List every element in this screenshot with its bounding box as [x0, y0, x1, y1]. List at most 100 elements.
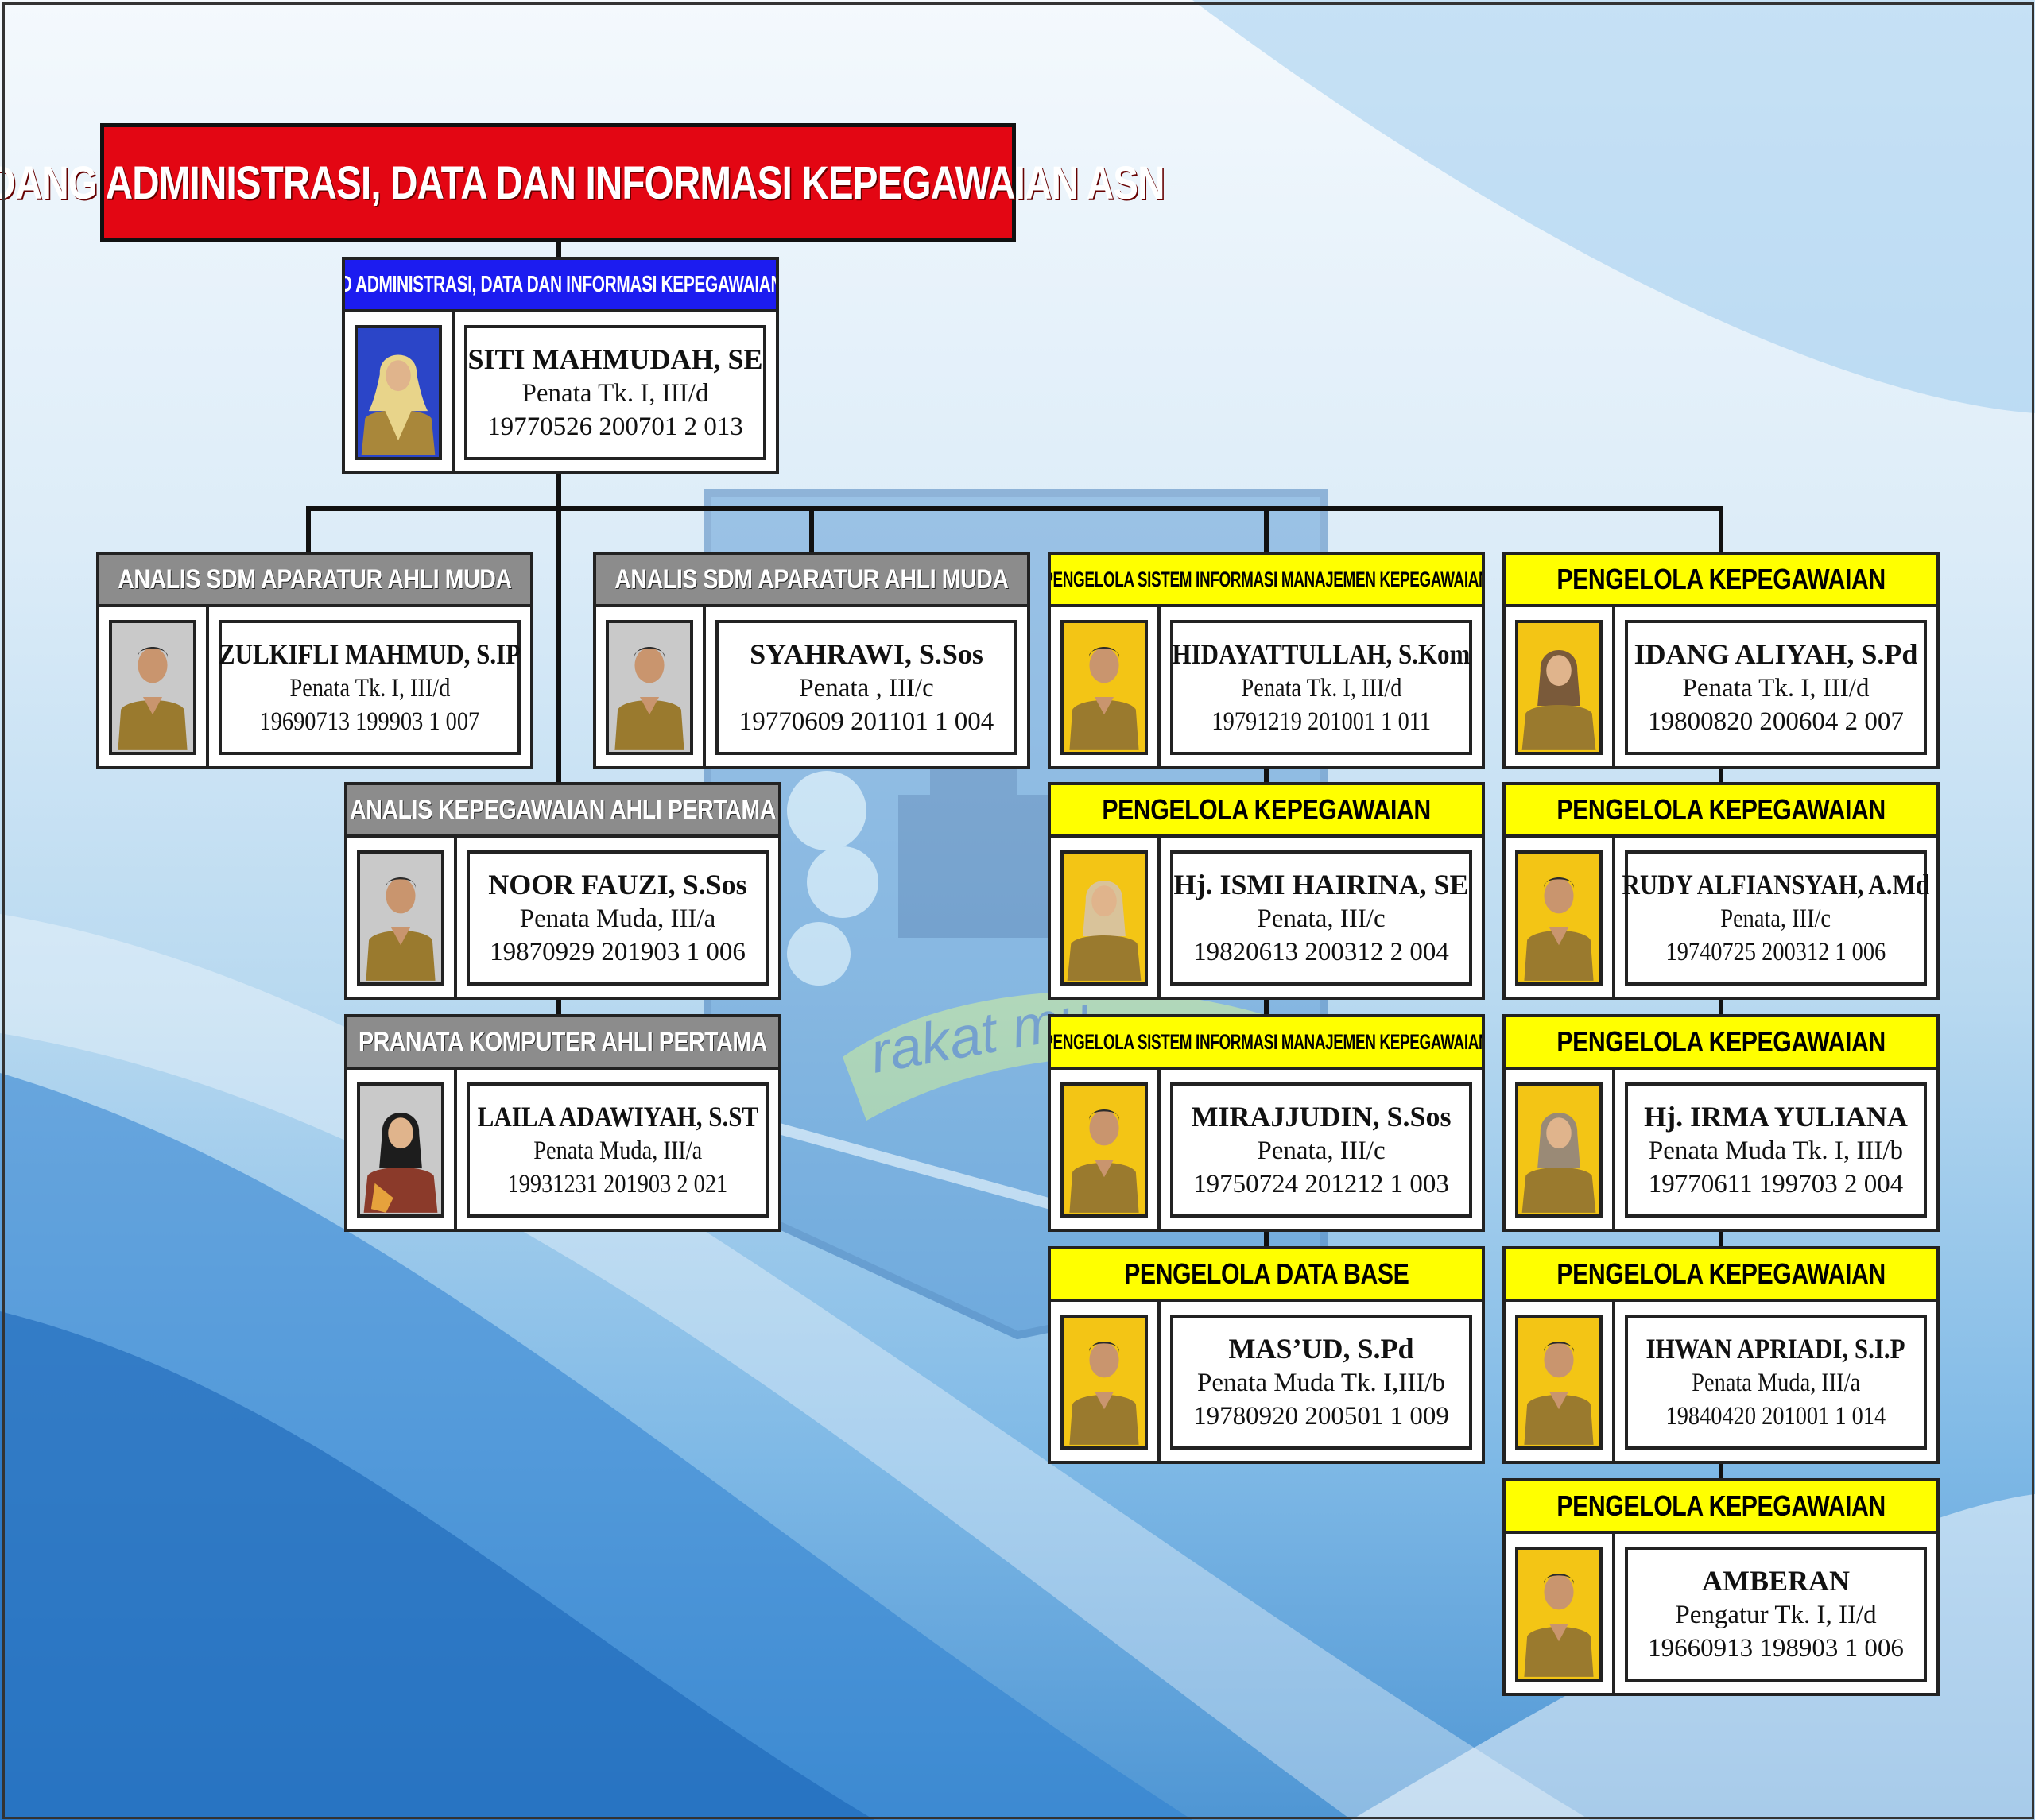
portrait-photo	[606, 620, 693, 755]
employee-name: Hj. ISMI HAIRINA, SE	[1173, 869, 1469, 900]
staff-card: PENGELOLA SISTEM INFORMASI MANAJEMEN KEP…	[1048, 552, 1485, 769]
employee-nip: 19820613 200312 2 004	[1193, 938, 1449, 966]
position-title: PENGELOLA SISTEM INFORMASI MANAJEMEN KEP…	[1051, 1029, 1482, 1054]
person-silhouette-icon	[1518, 855, 1599, 981]
employee-rank: Penata Muda Tk. I,III/b	[1197, 1369, 1445, 1397]
employee-rank: Penata Muda, III/a	[533, 1137, 702, 1165]
position-header: PENGELOLA SISTEM INFORMASI MANAJEMEN KEP…	[1051, 555, 1482, 607]
employee-info: NOOR FAUZI, S.Sos Penata Muda, III/a 198…	[467, 850, 769, 986]
staff-card: ANALIS SDM APARATUR AHLI MUDA SYAHRAWI, …	[593, 552, 1030, 769]
employee-nip: 19690713 199903 1 007	[259, 707, 480, 736]
person-silhouette-icon	[609, 625, 690, 750]
employee-name: Hj. IRMA YULIANA	[1644, 1101, 1908, 1133]
person-silhouette-icon	[1518, 1087, 1599, 1213]
card-divider	[452, 312, 455, 471]
portrait-photo	[1515, 1547, 1603, 1682]
employee-nip: 19870929 201903 1 006	[490, 938, 746, 966]
staff-card: PENGELOLA KEPEGAWAIAN AMBERAN Pengatur T…	[1502, 1478, 1940, 1696]
employee-info: SITI MAHMUDAH, SE Penata Tk. I, III/d 19…	[464, 325, 766, 460]
employee-name: IDANG ALIYAH, S.Pd	[1634, 638, 1918, 670]
employee-info: Hj. ISMI HAIRINA, SE Penata, III/c 19820…	[1170, 850, 1472, 986]
employee-info: RUDY ALFIANSYAH, A.Md Penata, III/c 1974…	[1622, 850, 1929, 986]
connector-line	[556, 997, 561, 1017]
staff-card: PENGELOLA KEPEGAWAIAN Hj. IRMA YULIANA P…	[1502, 1014, 1940, 1232]
position-title: PENGELOLA KEPEGAWAIAN	[1102, 793, 1431, 826]
card-divider	[703, 607, 706, 766]
employee-name: ZULKIFLI MAHMUD, S.IP	[218, 638, 521, 670]
employee-info: IDANG ALIYAH, S.Pd Penata Tk. I, III/d 1…	[1625, 620, 1927, 755]
staff-card: ANALIS KEPEGAWAIAN AHLI PERTAMA NOOR FAU…	[344, 782, 781, 1000]
staff-card: ANALIS SDM APARATUR AHLI MUDA ZULKIFLI M…	[96, 552, 533, 769]
employee-nip: 19660913 198903 1 006	[1648, 1634, 1904, 1663]
chart-title: BIDANG ADMINISTRASI, DATA DAN INFORMASI …	[0, 123, 1165, 242]
portrait-photo	[1515, 1315, 1603, 1450]
portrait-photo	[1060, 850, 1148, 986]
portrait-photo	[1060, 620, 1148, 755]
position-title: PENGELOLA KEPEGAWAIAN	[1556, 1025, 1886, 1058]
employee-info: ZULKIFLI MAHMUD, S.IP Penata Tk. I, III/…	[219, 620, 521, 755]
card-divider	[1612, 607, 1615, 766]
employee-rank: Penata Tk. I, III/d	[1240, 674, 1402, 703]
employee-rank: Penata Tk. I, III/d	[521, 379, 709, 408]
employee-rank: Penata , III/c	[799, 674, 934, 703]
connector-line	[1719, 506, 1723, 554]
connector-line	[306, 506, 311, 554]
staff-card: PENGELOLA DATA BASE MAS’UD, S.Pd Penata …	[1048, 1246, 1485, 1464]
portrait-photo	[355, 325, 442, 460]
card-divider	[1157, 607, 1161, 766]
staff-card: PRANATA KOMPUTER AHLI PERTAMA LAILA ADAW…	[344, 1014, 781, 1232]
connector-line	[1264, 997, 1269, 1020]
employee-name: AMBERAN	[1702, 1565, 1850, 1597]
staff-card: PENGELOLA KEPEGAWAIAN IHWAN APRIADI, S.I…	[1502, 1246, 1940, 1464]
card-divider	[454, 838, 457, 997]
employee-nip: 19800820 200604 2 007	[1648, 707, 1904, 736]
employee-nip: 19740725 200312 1 006	[1665, 938, 1886, 966]
portrait-photo	[1060, 1315, 1148, 1450]
employee-rank: Penata, III/c	[1720, 904, 1832, 933]
position-header: ANALIS SDM APARATUR AHLI MUDA	[99, 555, 530, 607]
card-divider	[1612, 1302, 1615, 1461]
card-divider	[1612, 1070, 1615, 1229]
employee-info: MAS’UD, S.Pd Penata Muda Tk. I,III/b 197…	[1170, 1315, 1472, 1450]
staff-card: PENGELOLA KEPEGAWAIAN IDANG ALIYAH, S.Pd…	[1502, 552, 1940, 769]
staff-card: PENGELOLA SISTEM INFORMASI MANAJEMEN KEP…	[1048, 1014, 1485, 1232]
position-title: PRANATA KOMPUTER AHLI PERTAMA	[358, 1026, 768, 1057]
employee-rank: Penata, III/c	[1257, 1137, 1386, 1165]
position-title: PENGELOLA KEPEGAWAIAN	[1556, 563, 1886, 595]
position-header: PENGELOLA KEPEGAWAIAN	[1506, 1017, 1936, 1070]
position-title: ANALIS SDM APARATUR AHLI MUDA	[118, 563, 512, 594]
employee-info: MIRAJJUDIN, S.Sos Penata, III/c 19750724…	[1170, 1082, 1472, 1218]
position-title: ANALIS KEPEGAWAIAN AHLI PERTAMA	[350, 794, 777, 825]
connector-line	[1264, 506, 1269, 554]
person-silhouette-icon	[1518, 1551, 1599, 1677]
person-silhouette-icon	[1064, 1087, 1145, 1213]
card-divider	[206, 607, 209, 766]
employee-name: SITI MAHMUDAH, SE	[467, 343, 763, 375]
position-header: KABID ADMINISTRASI, DATA DAN INFORMASI K…	[345, 260, 776, 312]
portrait-photo	[1515, 620, 1603, 755]
position-title: PENGELOLA KEPEGAWAIAN	[1556, 1489, 1886, 1522]
position-title: PENGELOLA DATA BASE	[1123, 1257, 1409, 1290]
portrait-photo	[357, 850, 444, 986]
position-header: PENGELOLA DATA BASE	[1051, 1249, 1482, 1302]
head-card: KABID ADMINISTRASI, DATA DAN INFORMASI K…	[342, 257, 779, 474]
employee-info: LAILA ADAWIYAH, S.ST Penata Muda, III/a …	[467, 1082, 769, 1218]
card-divider	[1157, 838, 1161, 997]
portrait-photo	[109, 620, 196, 755]
portrait-photo	[1515, 850, 1603, 986]
employee-nip: 19770609 201101 1 004	[738, 707, 994, 736]
employee-nip: 19770526 200701 2 013	[487, 412, 743, 441]
position-title: PENGELOLA KEPEGAWAIAN	[1556, 793, 1886, 826]
employee-nip: 19791219 201001 1 011	[1211, 707, 1431, 736]
position-header: PENGELOLA KEPEGAWAIAN	[1051, 785, 1482, 838]
person-silhouette-icon	[112, 625, 193, 750]
employee-name: MIRAJJUDIN, S.Sos	[1191, 1101, 1452, 1133]
staff-card: PENGELOLA KEPEGAWAIAN Hj. ISMI HAIRINA, …	[1048, 782, 1485, 1000]
employee-nip: 19750724 201212 1 003	[1193, 1170, 1449, 1198]
card-divider	[1157, 1070, 1161, 1229]
person-silhouette-icon	[1064, 855, 1145, 981]
employee-rank: Penata Muda Tk. I, III/b	[1648, 1137, 1904, 1165]
connector-line	[556, 242, 561, 258]
position-header: PENGELOLA KEPEGAWAIAN	[1506, 1481, 1936, 1534]
employee-nip: 19780920 200501 1 009	[1193, 1402, 1449, 1431]
